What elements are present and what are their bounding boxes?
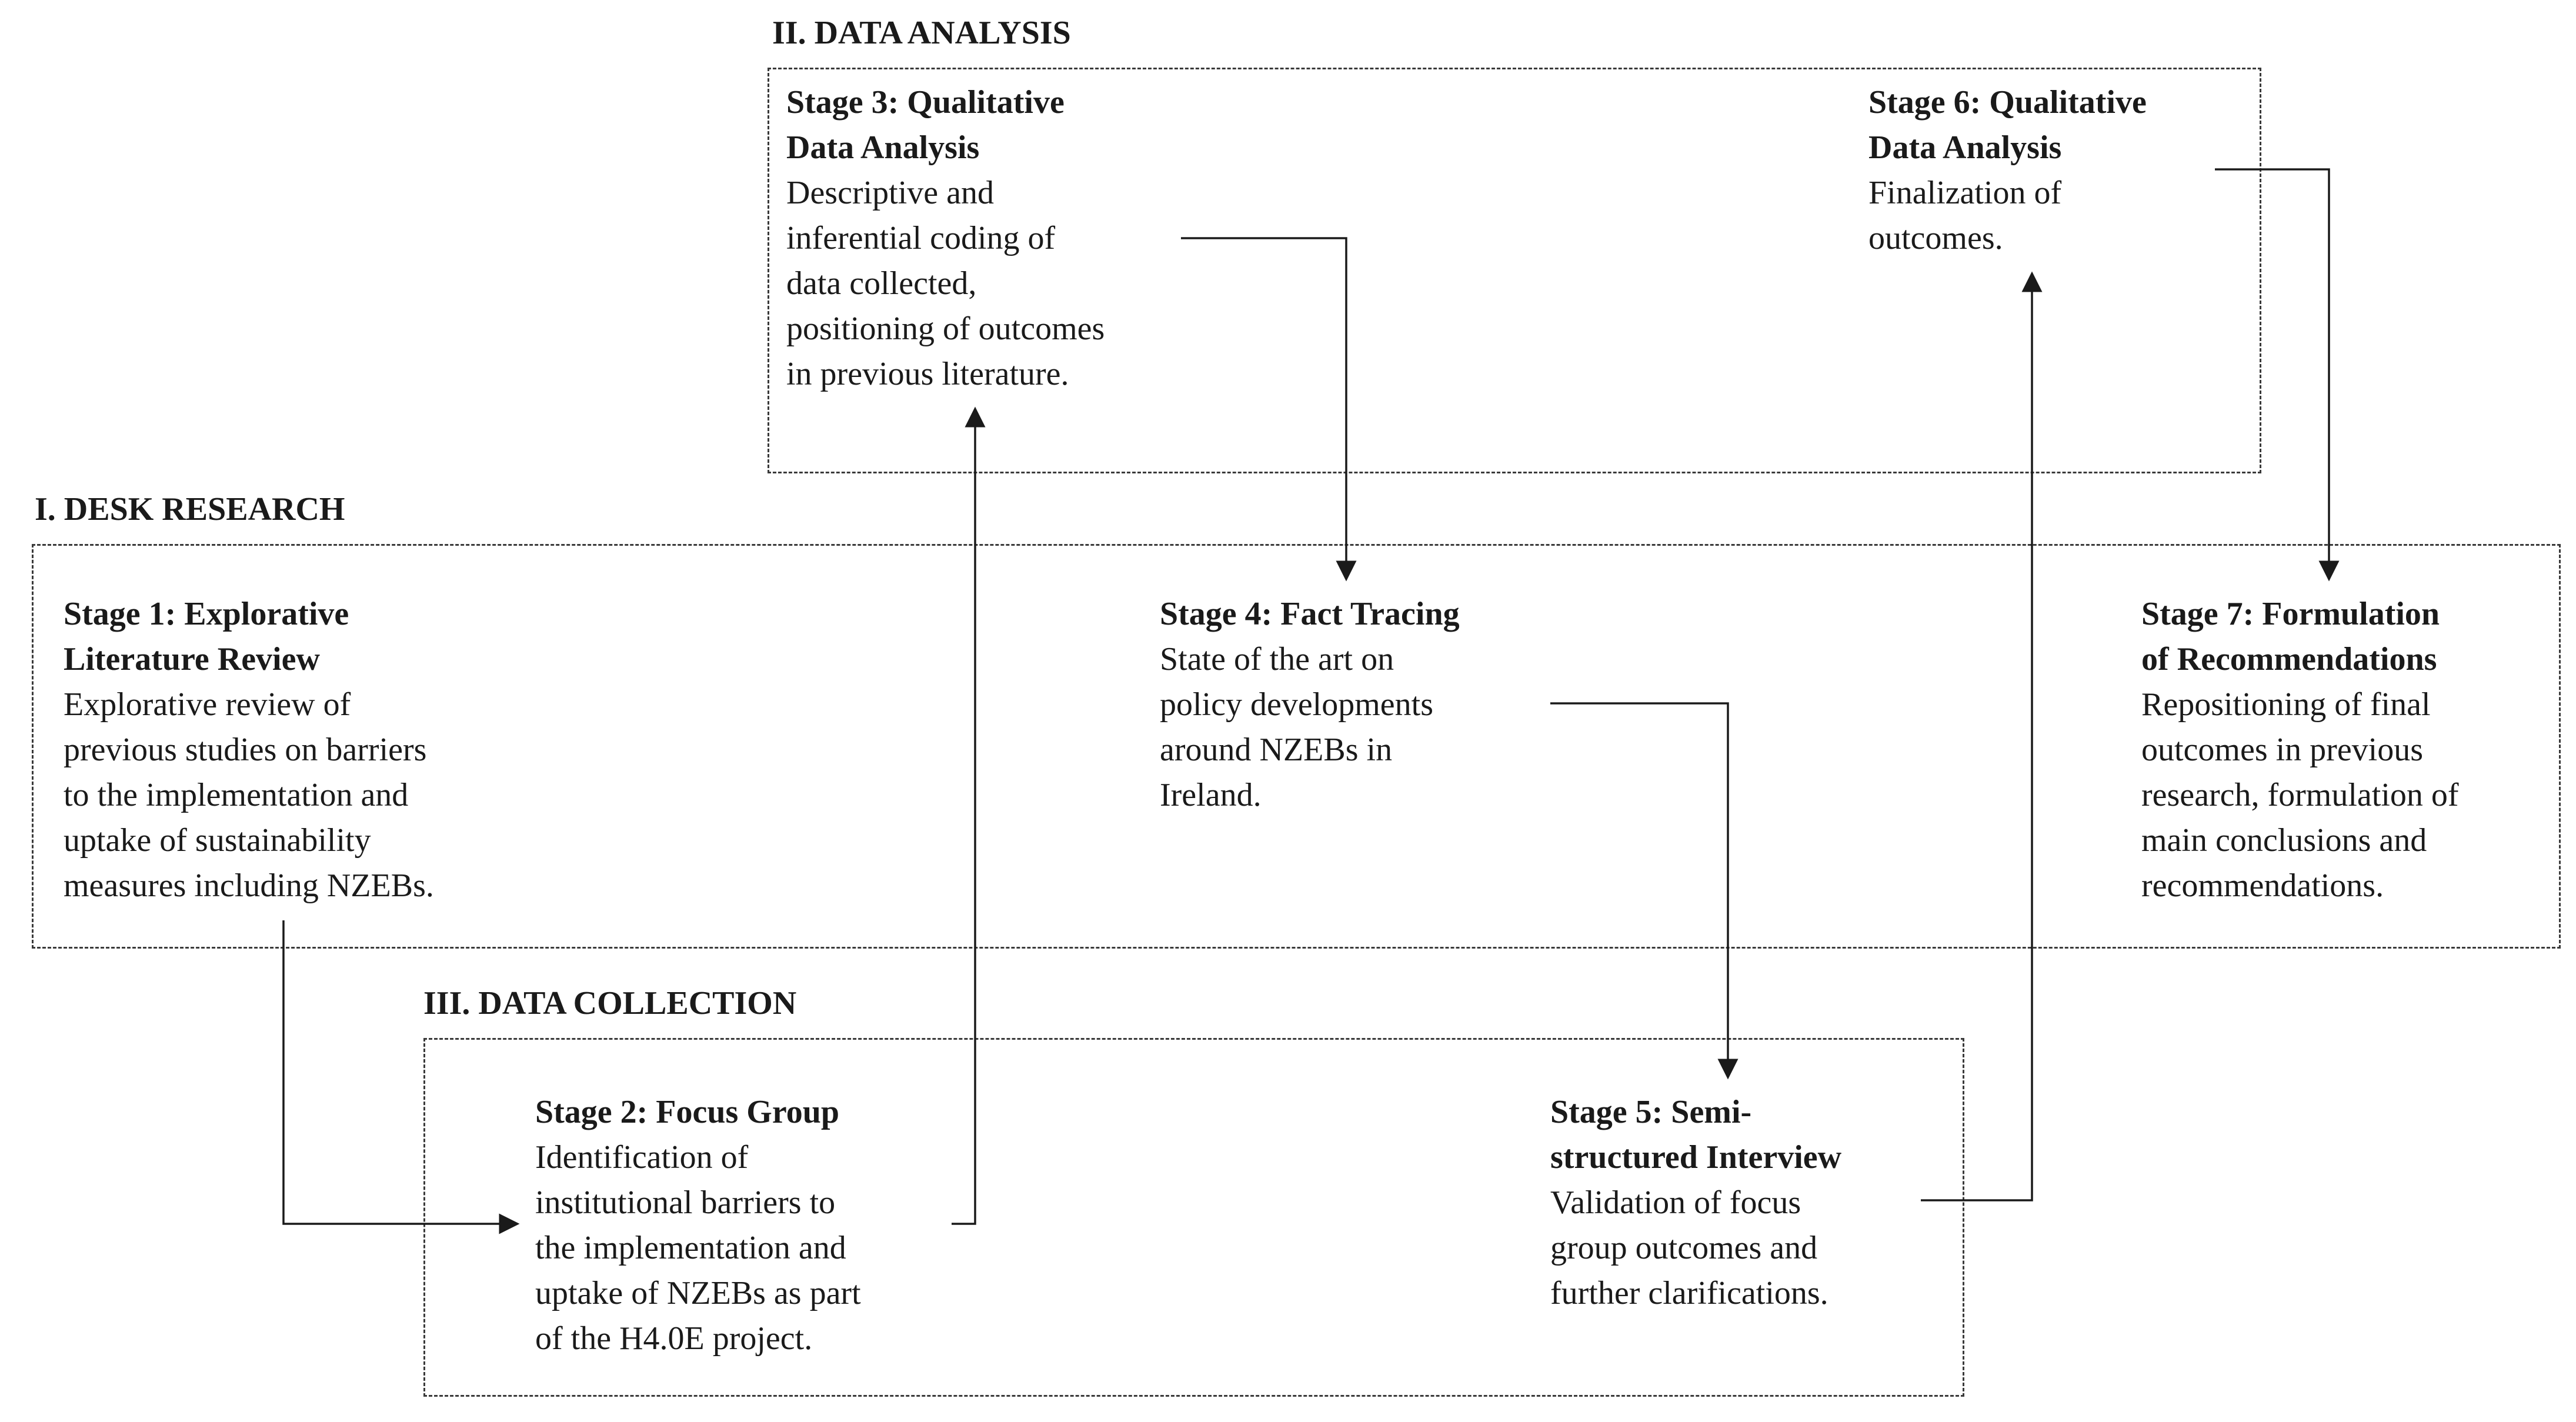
stage-6-description: Finalization of outcomes.	[1868, 175, 2062, 256]
arrow-stage2-to-stage3	[952, 406, 986, 1225]
stage-7-title: Stage 7: Formulation of Recommendations	[2141, 596, 2440, 677]
stage-5-description: Validation of focus group outcomes and f…	[1550, 1184, 1828, 1311]
stage-5-title: Stage 5: Semi- structured Interview	[1550, 1094, 1842, 1176]
stage-4: Stage 4: Fact Tracing State of the art o…	[1160, 592, 1583, 818]
arrow-stage5-to-stage6	[1921, 271, 2043, 1201]
arrow-stage4-to-stage5	[1550, 702, 1739, 1080]
stage-3-description: Descriptive and inferential coding of da…	[786, 175, 1105, 392]
stage-2: Stage 2: Focus Group Identification of i…	[535, 1090, 959, 1361]
stage-1-title: Stage 1: Explorative Literature Review	[64, 596, 349, 677]
stage-1: Stage 1: Explorative Literature Review E…	[64, 592, 522, 909]
section-title-desk-research: I. DESK RESEARCH	[35, 491, 345, 528]
arrow-stage3-to-stage4	[1181, 237, 1357, 582]
data-analysis-box	[768, 68, 2261, 473]
stage-4-title: Stage 4: Fact Tracing	[1160, 596, 1460, 632]
stage-3: Stage 3: Qualitative Data Analysis Descr…	[786, 80, 1198, 397]
stage-4-description: State of the art on policy developments …	[1160, 641, 1434, 813]
stage-3-title: Stage 3: Qualitative Data Analysis	[786, 84, 1065, 166]
stage-6: Stage 6: Qualitative Data Analysis Final…	[1868, 80, 2268, 261]
stage-6-title: Stage 6: Qualitative Data Analysis	[1868, 84, 2147, 166]
arrow-stage6-to-stage7	[2215, 168, 2340, 582]
stage-1-description: Explorative review of previous studies o…	[64, 686, 434, 904]
data-collection-box	[423, 1038, 1964, 1397]
stage-2-description: Identification of institutional barriers…	[535, 1139, 861, 1357]
stage-7-description: Repositioning of final outcomes in previ…	[2141, 686, 2459, 904]
stage-5: Stage 5: Semi- structured Interview Vali…	[1550, 1090, 1962, 1316]
stage-7: Stage 7: Formulation of Recommendations …	[2141, 592, 2553, 909]
section-title-data-collection: III. DATA COLLECTION	[423, 985, 797, 1022]
stage-2-title: Stage 2: Focus Group	[535, 1094, 839, 1130]
desk-research-box	[32, 544, 2561, 949]
arrow-stage1-to-stage2	[282, 920, 520, 1234]
section-title-data-analysis: II. DATA ANALYSIS	[772, 15, 1071, 51]
